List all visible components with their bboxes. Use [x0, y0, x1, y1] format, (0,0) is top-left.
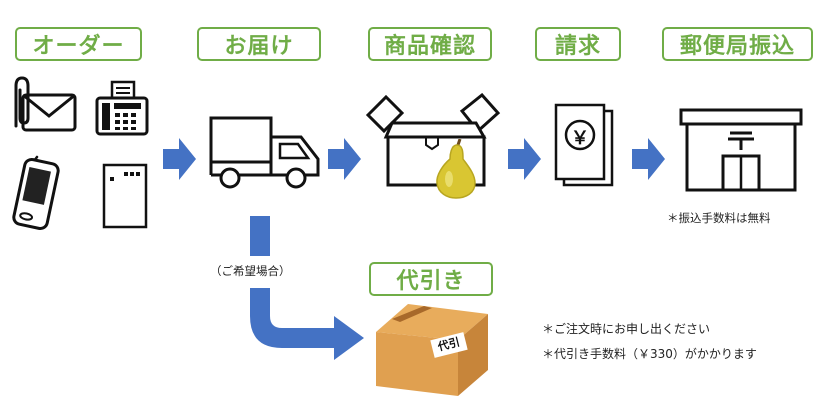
post-office-icon [679, 108, 803, 192]
invoice-yen-symbol: ￥ [571, 128, 589, 149]
postcard-icon [102, 163, 148, 229]
cod-note-1: ＊ご注文時にお申し出ください [542, 322, 711, 336]
arrow-delivery-to-inspection [328, 138, 361, 180]
invoice-yen-icon [554, 103, 614, 187]
step-label-postal-transfer: 郵便局振込 [662, 27, 813, 61]
arrow-inspection-to-invoice [508, 138, 541, 180]
step-label-order: オーダー [15, 27, 142, 61]
step-label-inspection: 商品確認 [368, 27, 492, 61]
step-label-invoice: 請求 [535, 27, 621, 61]
step-label-delivery: お届け [197, 27, 321, 61]
cod-note-2: ＊代引き手数料（￥330）がかかります [542, 347, 757, 361]
mobile-phone-icon [12, 155, 60, 231]
step-label-cod: 代引き [369, 262, 493, 296]
cod-box-icon [376, 304, 488, 396]
arrow-invoice-to-postal [632, 138, 665, 180]
cod-condition-text: （ご希望場合） [210, 264, 291, 278]
pear-icon [436, 139, 476, 199]
fax-icon [95, 80, 149, 136]
email-icon [14, 76, 77, 132]
bank-fee-note: ＊振込手数料は無料 [667, 211, 771, 225]
truck-icon [209, 116, 320, 189]
arrow-order-to-delivery [163, 138, 196, 180]
arrow-cod-branch [250, 216, 364, 360]
